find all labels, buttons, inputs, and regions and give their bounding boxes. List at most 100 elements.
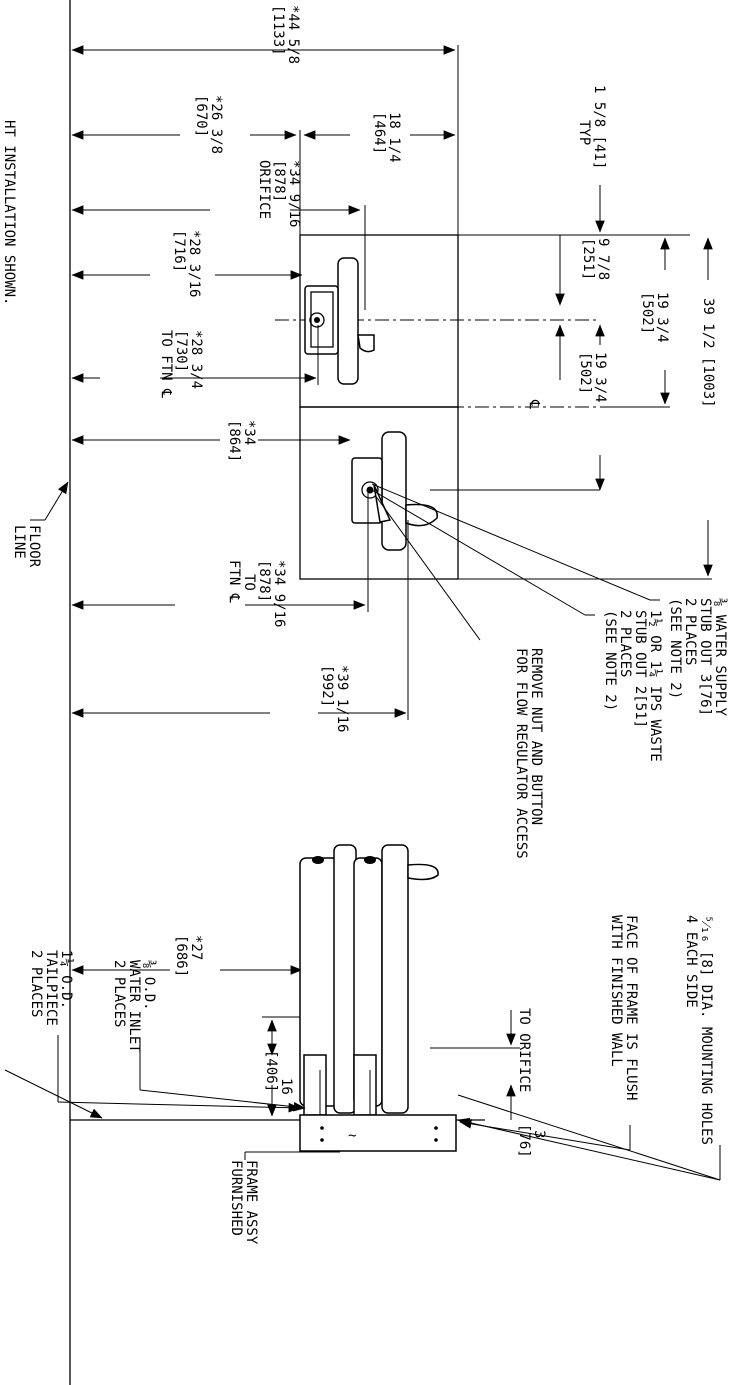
svg-text:⅜ O.D.: ⅜ O.D. <box>141 960 157 1011</box>
svg-text:2 PLACES: 2 PLACES <box>111 960 127 1027</box>
svg-text:⁵⁄₁₆ [8] DIA. MOUNTING HOLES: ⁵⁄₁₆ [8] DIA. MOUNTING HOLES <box>698 915 714 1145</box>
svg-text:19 3/4: 19 3/4 <box>592 352 608 403</box>
installation-note: HT INSTALLATION SHOWN. <box>1 120 17 305</box>
svg-text:[878]: [878] <box>256 560 272 602</box>
dim-34-text: *34 [864] <box>226 420 257 462</box>
waste-callout: 1½ OR 1¼ IPS WASTE STUB OUT 2[51] 2 PLAC… <box>602 610 663 762</box>
svg-text:18 1/4: 18 1/4 <box>386 112 402 163</box>
svg-text:TYP: TYP <box>576 120 592 145</box>
svg-text:TO: TO <box>241 574 257 591</box>
svg-text:TO ORIFICE: TO ORIFICE <box>516 1008 532 1092</box>
svg-text:FOR FLOW REGULATOR ACCESS: FOR FLOW REGULATOR ACCESS <box>513 648 529 859</box>
svg-text:16: 16 <box>278 1078 294 1095</box>
svg-text:2 PLACES: 2 PLACES <box>617 610 633 677</box>
svg-text:TAILPIECE: TAILPIECE <box>43 950 59 1026</box>
svg-text:[864]: [864] <box>226 420 242 462</box>
frame-assy-callout: FRAME ASSY FURNISHED <box>228 1160 259 1245</box>
svg-text:[686]: [686] <box>173 935 189 977</box>
svg-text:*28 3/4: *28 3/4 <box>188 330 204 389</box>
dim-26-text: *26 3/8 [670] <box>193 95 224 154</box>
svg-text:*26 3/8: *26 3/8 <box>208 95 224 154</box>
svg-text:(SEE NOTE 2): (SEE NOTE 2) <box>667 598 683 699</box>
svg-text:TO FTN ℄: TO FTN ℄ <box>158 330 174 398</box>
svg-text:2 PLACES: 2 PLACES <box>28 950 44 1017</box>
svg-text:3: 3 <box>531 1130 547 1138</box>
svg-text:[992]: [992] <box>319 665 335 707</box>
water-inlet-callout: ⅜ O.D. WATER INLET 2 PLACES <box>111 960 157 1053</box>
floor-leader <box>44 481 69 521</box>
svg-text:[251]: [251] <box>580 238 596 280</box>
svg-text:FURNISHED: FURNISHED <box>228 1160 244 1236</box>
svg-text:ORIFICE: ORIFICE <box>256 160 272 219</box>
svg-text:*39 1/16: *39 1/16 <box>334 665 350 732</box>
svg-text:STUB OUT 3[76]: STUB OUT 3[76] <box>697 598 713 716</box>
svg-text:FLOOR: FLOOR <box>26 525 42 568</box>
svg-text:1½ OR 1¼ IPS WASTE: 1½ OR 1¼ IPS WASTE <box>647 610 663 762</box>
svg-text:℄: ℄ <box>526 399 542 409</box>
svg-text:WATER INLET: WATER INLET <box>126 960 142 1053</box>
svg-text:(SEE NOTE 2): (SEE NOTE 2) <box>602 610 618 711</box>
waste-leader <box>371 489 586 616</box>
svg-text:FTN ℄: FTN ℄ <box>226 560 242 603</box>
dim-34-orifice-text: *34 9/16 [878] ORIFICE <box>256 160 302 227</box>
face-of-frame-leader <box>459 1119 631 1151</box>
svg-text:FRAME ASSY: FRAME ASSY <box>243 1160 259 1245</box>
svg-text:19 3/4: 19 3/4 <box>654 292 670 343</box>
svg-text:*28 3/16: *28 3/16 <box>186 230 202 297</box>
svg-text:2 PLACES: 2 PLACES <box>682 598 698 665</box>
svg-text:*44 5/8: *44 5/8 <box>285 5 301 64</box>
svg-text:[502]: [502] <box>577 352 593 394</box>
svg-text:39 1/2 [1003]: 39 1/2 [1003] <box>700 298 716 408</box>
dim-16-text: 16 [406] <box>263 1050 294 1095</box>
dim-34-ftn-text: *34 9/16 [878] TO FTN ℄ <box>226 560 287 627</box>
svg-text:REMOVE NUT AND BUTTON: REMOVE NUT AND BUTTON <box>528 648 544 825</box>
upper-fountain-head <box>304 257 375 385</box>
dim-28-34-text: *28 3/4 [730] TO FTN ℄ <box>158 330 204 398</box>
svg-text:9 7/8: 9 7/8 <box>595 238 611 280</box>
tailpiece-callout: 1¼ O.D. TAILPIECE 2 PLACES <box>28 950 74 1026</box>
dim-27-text: *27 [686] <box>173 935 204 977</box>
svg-text:LINE: LINE <box>11 525 27 559</box>
svg-text:[878]: [878] <box>271 160 287 202</box>
remove-nut-leader <box>374 494 481 641</box>
dim-39-116-text: *39 1/16 [992] <box>319 665 350 732</box>
svg-text:[76]: [76] <box>516 1124 532 1158</box>
svg-text:[464]: [464] <box>371 112 387 154</box>
svg-text:STUB OUT 2[51]: STUB OUT 2[51] <box>632 610 648 728</box>
svg-text:1¼ O.D.: 1¼ O.D. <box>58 950 74 1009</box>
dim-3-text: TO ORIFICE 3 [76] <box>516 1008 547 1158</box>
lower-fountain-head <box>351 431 438 551</box>
mounting-holes-callout: ⁵⁄₁₆ [8] DIA. MOUNTING HOLES 4 EACH SIDE <box>683 915 714 1145</box>
svg-text:⅜ WATER SUPPLY: ⅜ WATER SUPPLY <box>712 598 728 717</box>
svg-text:*34: *34 <box>241 420 257 445</box>
dim-18-text: 18 1/4 [464] <box>371 112 402 163</box>
svg-text:[730]: [730] <box>173 330 189 372</box>
dim-39-12-text: 39 1/2 [1003] <box>700 298 716 408</box>
svg-text:[1133]: [1133] <box>270 5 286 56</box>
dim-1-5-8-text: 1 5/8 [41] TYP <box>576 85 607 169</box>
water-supply-leader <box>371 483 651 601</box>
side-view-lower-fountain <box>299 844 357 1114</box>
svg-text:[502]: [502] <box>639 292 655 334</box>
svg-text:*34 9/16: *34 9/16 <box>271 560 287 627</box>
water-supply-callout: ⅜ WATER SUPPLY STUB OUT 3[76] 2 PLACES (… <box>667 598 728 717</box>
svg-text:FACE OF FRAME IS FLUSH: FACE OF FRAME IS FLUSH <box>623 915 639 1100</box>
face-of-frame-callout: FACE OF FRAME IS FLUSH WITH FINISHED WAL… <box>608 915 639 1100</box>
side-view-upper-fountain <box>353 844 439 1114</box>
dim-19-top-text: 19 3/4 [502] <box>639 292 670 343</box>
dim-44-text: *44 5/8 [1133] <box>270 5 301 64</box>
frame-assembly <box>299 1114 457 1152</box>
svg-text:[406]: [406] <box>263 1050 279 1092</box>
dim-19-bot-text: 19 3/4 [502] <box>577 352 608 403</box>
svg-text:[716]: [716] <box>171 230 187 272</box>
dim-9-78-text: 9 7/8 [251] <box>580 238 611 280</box>
center-line-symbol: ℄ <box>526 399 542 409</box>
svg-text:1 5/8 [41]: 1 5/8 [41] <box>591 85 607 169</box>
svg-text:*34 9/16: *34 9/16 <box>286 160 302 227</box>
dim-28-316-text: *28 3/16 [716] <box>171 230 202 297</box>
floor-pointer <box>4 1069 103 1119</box>
svg-text:*27: *27 <box>188 935 204 960</box>
side-view-stubs <box>303 1054 377 1116</box>
svg-text:~: ~ <box>348 1128 356 1144</box>
svg-text:[670]: [670] <box>193 95 209 137</box>
